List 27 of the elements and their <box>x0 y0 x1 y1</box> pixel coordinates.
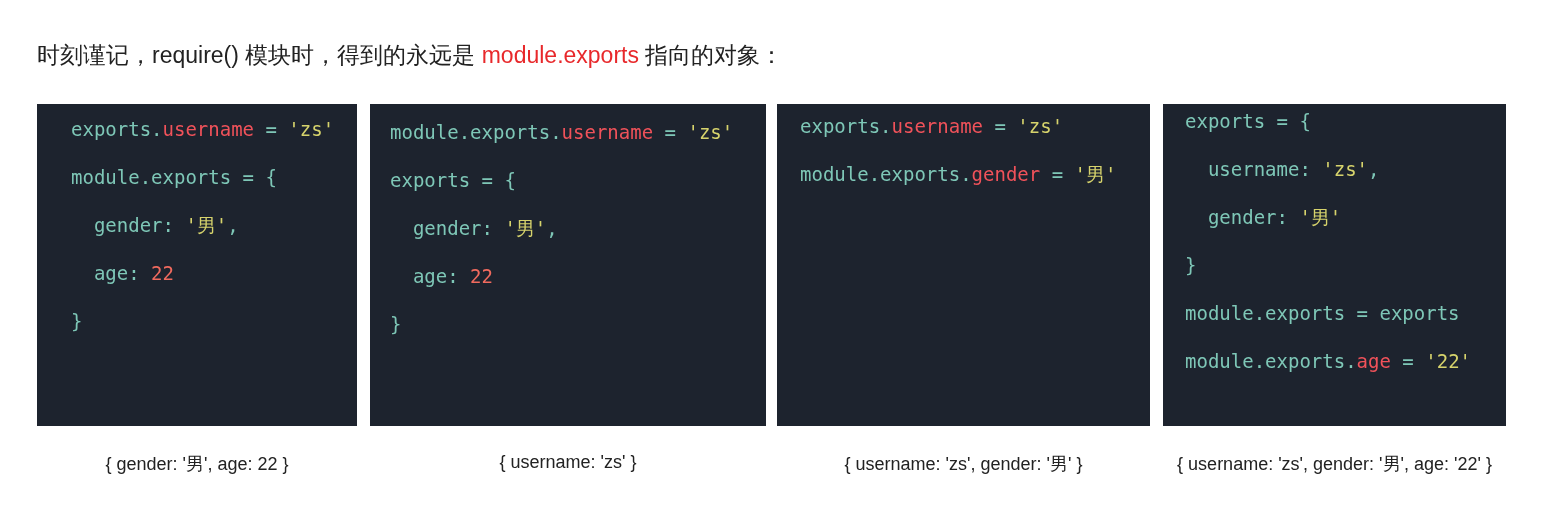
code-line: } <box>390 312 402 337</box>
code-line: gender: '男', <box>411 216 558 241</box>
code-line: module.exports.age = '22' <box>1185 349 1471 374</box>
code-line: exports = { <box>1185 109 1311 134</box>
result-caption: { username: 'zs', gender: '男' } <box>843 453 1084 476</box>
code-line: } <box>71 309 83 334</box>
result-caption: { gender: '男', age: 22 } <box>104 453 290 476</box>
code-line: age: 22 <box>411 264 493 289</box>
code-line: module.exports = { <box>71 165 277 190</box>
code-line: exports.username = 'zs' <box>71 117 335 142</box>
code-panel <box>1163 104 1506 426</box>
title: 时刻谨记，require() 模块时，得到的永远是 module.exports 指向的对象： <box>37 41 784 70</box>
code-line: gender: '男', <box>92 213 239 238</box>
code-line: gender: '男' <box>1206 205 1342 230</box>
code-line: module.exports.username = 'zs' <box>390 120 734 145</box>
code-line: age: 22 <box>92 261 174 286</box>
result-caption: { username: 'zs' } <box>498 452 638 473</box>
code-line: } <box>1185 253 1197 278</box>
code-panel <box>777 104 1150 426</box>
code-line: exports.username = 'zs' <box>800 114 1064 139</box>
code-line: module.exports = exports <box>1185 301 1460 326</box>
code-line: exports = { <box>390 168 516 193</box>
code-line: username: 'zs', <box>1206 157 1380 182</box>
code-line: module.exports.gender = '男' <box>800 162 1117 187</box>
code-panel <box>37 104 357 426</box>
result-caption: { username: 'zs', gender: '男', age: '22' } <box>1176 453 1493 476</box>
code-panel <box>370 104 766 426</box>
